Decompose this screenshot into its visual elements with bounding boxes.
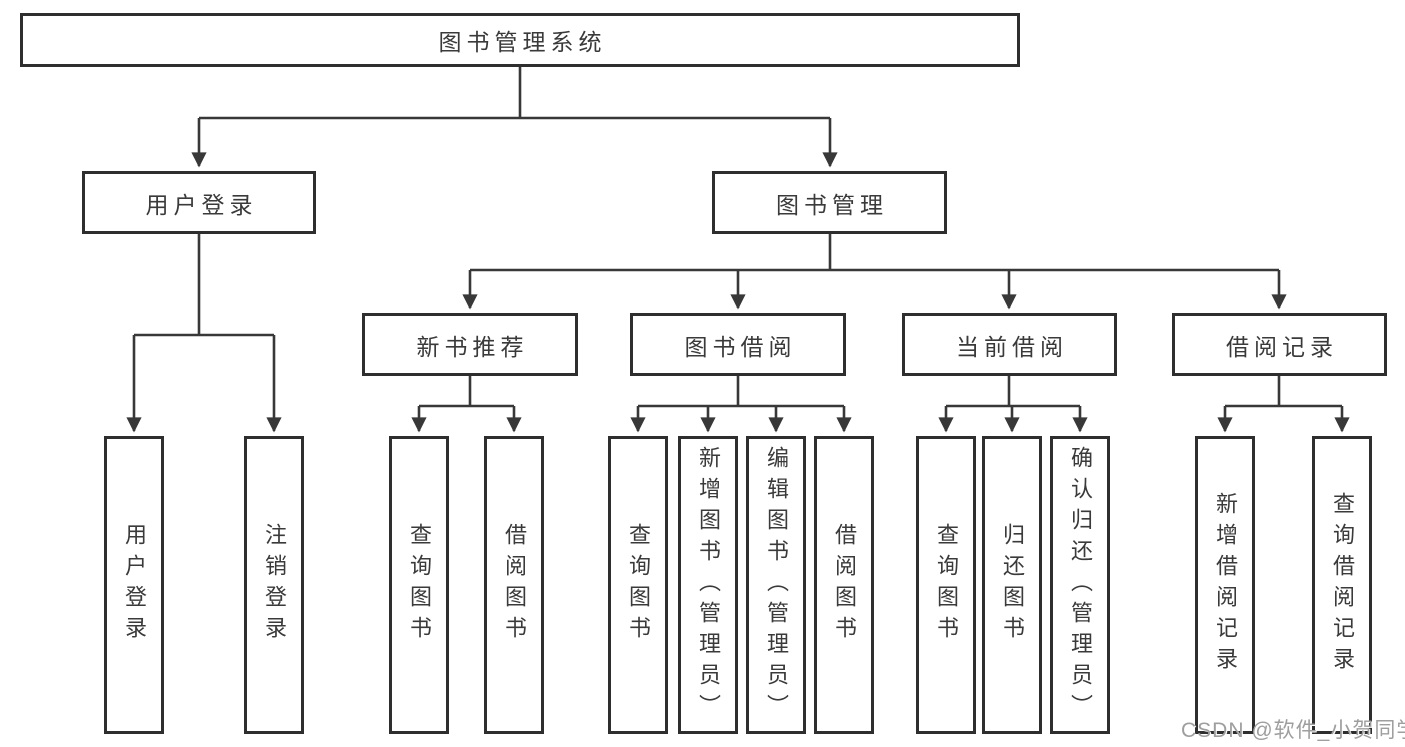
leaf-borrow-borrow-books: 借阅图书: [814, 436, 874, 734]
leaf-records-query-borrow-record-label: 查询借阅记录: [1330, 492, 1355, 678]
leaf-records-add-borrow-record-label: 新增借阅记录: [1213, 492, 1238, 678]
node-borrow-records-label: 借阅记录: [1226, 333, 1338, 360]
node-current-borrow: 当前借阅: [902, 313, 1117, 376]
leaf-current-query-books-label: 查询图书: [934, 523, 959, 647]
leaf-user-login-label: 用户登录: [122, 523, 147, 647]
leaf-user-login: 用户登录: [104, 436, 164, 734]
leaf-current-return-books: 归还图书: [982, 436, 1042, 734]
node-book-management: 图书管理: [712, 171, 947, 234]
watermark: CSDN @软件_小贺同学: [1181, 719, 1405, 742]
leaf-records-add-borrow-record: 新增借阅记录: [1195, 436, 1255, 734]
node-library-system-label: 图书管理系统: [438, 29, 607, 55]
leaf-current-confirm-return-admin: 确认归还（管理员）: [1050, 436, 1110, 734]
leaf-borrow-query-books-label: 查询图书: [626, 523, 651, 647]
leaf-newbook-query-books: 查询图书: [389, 436, 449, 734]
node-borrow-records: 借阅记录: [1172, 313, 1387, 376]
node-book-management-label: 图书管理: [776, 191, 888, 218]
leaf-logout-login: 注销登录: [244, 436, 304, 734]
leaf-borrow-borrow-books-label: 借阅图书: [832, 523, 857, 647]
node-user-login-group-label: 用户登录: [145, 191, 258, 218]
leaf-borrow-add-books-admin-label: 新增图书（管理员）: [696, 445, 721, 725]
leaf-current-query-books: 查询图书: [916, 436, 976, 734]
leaf-borrow-query-books: 查询图书: [608, 436, 668, 734]
node-new-book-recommend: 新书推荐: [362, 313, 578, 376]
leaf-borrow-edit-books-admin-label: 编辑图书（管理员）: [764, 445, 789, 725]
leaf-current-confirm-return-admin-label: 确认归还（管理员）: [1068, 445, 1093, 725]
node-user-login-group: 用户登录: [82, 171, 316, 234]
node-library-system: 图书管理系统: [20, 13, 1020, 67]
leaf-newbook-borrow-books-label: 借阅图书: [502, 523, 527, 647]
node-book-borrow: 图书借阅: [630, 313, 846, 376]
node-current-borrow-label: 当前借阅: [956, 333, 1068, 360]
node-book-borrow-label: 图书借阅: [684, 333, 797, 360]
node-new-book-recommend-label: 新书推荐: [416, 333, 529, 360]
leaf-borrow-edit-books-admin: 编辑图书（管理员）: [746, 436, 806, 734]
leaf-logout-login-label: 注销登录: [262, 523, 287, 647]
leaf-current-return-books-label: 归还图书: [1000, 523, 1025, 647]
leaf-borrow-add-books-admin: 新增图书（管理员）: [678, 436, 738, 734]
leaf-newbook-query-books-label: 查询图书: [407, 523, 432, 647]
leaf-newbook-borrow-books: 借阅图书: [484, 436, 544, 734]
leaf-records-query-borrow-record: 查询借阅记录: [1312, 436, 1372, 734]
